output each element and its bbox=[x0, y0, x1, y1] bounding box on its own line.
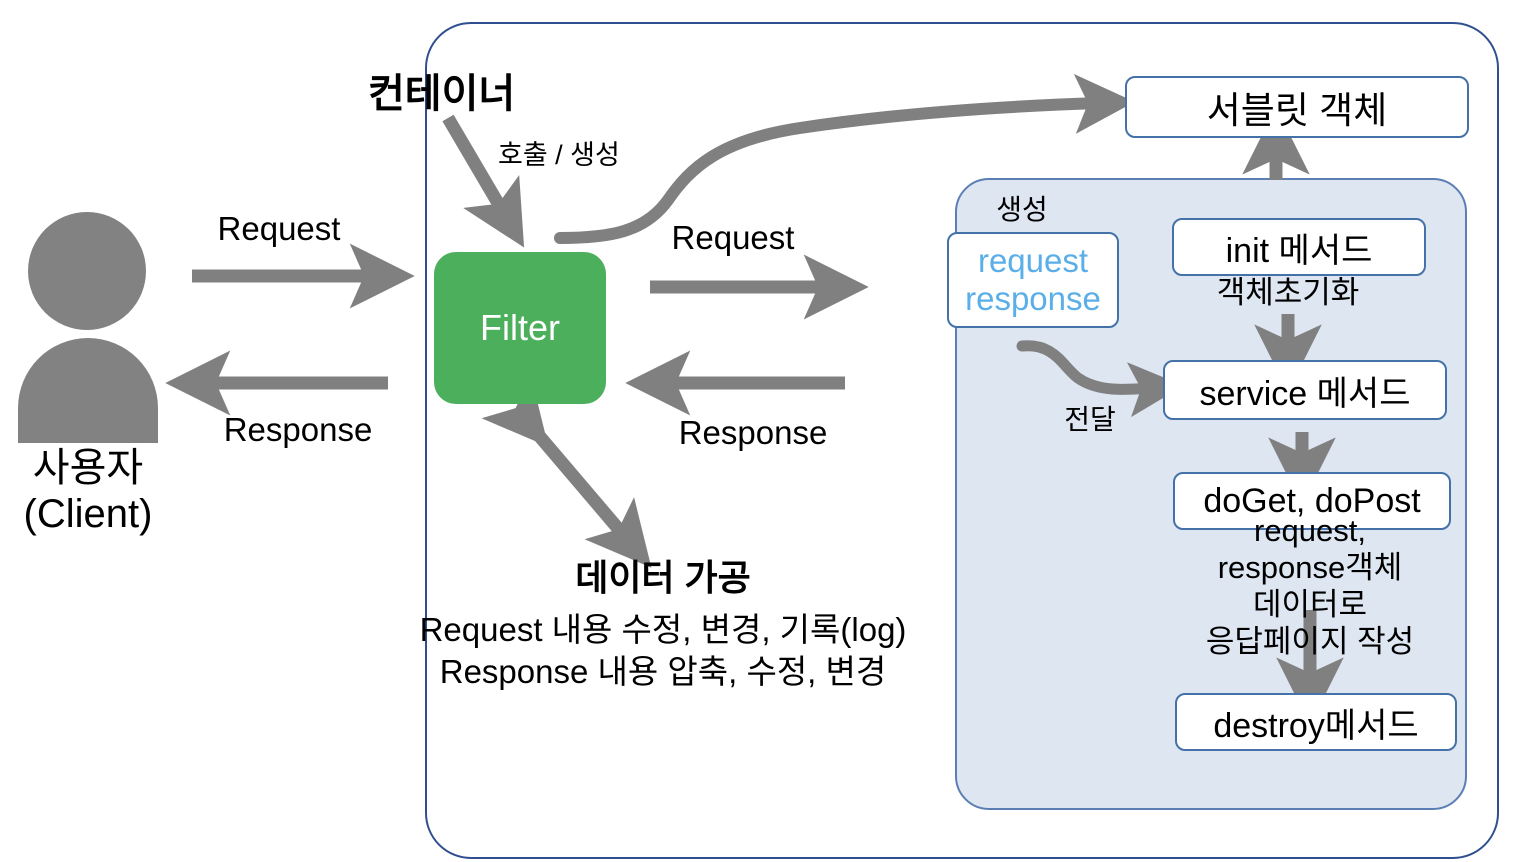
arrow-deliver bbox=[1016, 340, 1184, 418]
client-label-line1: 사용자 bbox=[32, 446, 144, 490]
call-create-label: 호출 / 생성 bbox=[498, 140, 620, 170]
response-label: response bbox=[965, 280, 1101, 317]
inner-request-label: Request bbox=[671, 219, 795, 256]
container-title: 컨테이너 bbox=[368, 72, 516, 116]
arrow-filter-to-servlet-object bbox=[554, 73, 1135, 244]
destroy-method-label: destroy메서드 bbox=[1213, 706, 1419, 745]
doget-dopost-label: doGet, doPost bbox=[1203, 481, 1421, 520]
servlet-object-box[interactable]: 서블릿 객체 bbox=[1125, 76, 1469, 138]
filter-box[interactable]: Filter bbox=[434, 252, 606, 404]
service-method-label: service 메서드 bbox=[1199, 374, 1411, 413]
servlet-object-label: 서블릿 객체 bbox=[1206, 90, 1388, 131]
arrow-filter-data-processing bbox=[481, 376, 652, 568]
request-label: request bbox=[977, 242, 1089, 279]
filter-label: Filter bbox=[480, 307, 560, 348]
init-method-label: init 메서드 bbox=[1225, 231, 1373, 270]
doget-note-line1: request, bbox=[1253, 513, 1367, 548]
doget-note-line2: response객체 bbox=[1217, 550, 1403, 585]
init-method-note: 객체초기화 bbox=[1216, 275, 1360, 310]
client-request-label: Request bbox=[217, 210, 341, 247]
client-label-line2: (Client) bbox=[23, 492, 153, 536]
destroy-method-box[interactable]: destroy메서드 bbox=[1175, 693, 1457, 751]
deliver-label: 전달 bbox=[1064, 404, 1116, 435]
servlet-create-label: 생성 bbox=[996, 194, 1048, 225]
service-method-box[interactable]: service 메서드 bbox=[1163, 360, 1447, 420]
doget-dopost-box[interactable]: doGet, doPost bbox=[1173, 472, 1451, 530]
request-response-box[interactable]: request response bbox=[947, 232, 1119, 328]
doget-note-line3: 데이터로 bbox=[1252, 587, 1368, 622]
person-icon-body bbox=[18, 338, 158, 443]
person-icon-head bbox=[28, 212, 146, 330]
arrow-call-create bbox=[442, 114, 525, 248]
init-method-box[interactable]: init 메서드 bbox=[1172, 218, 1426, 276]
data-processing-line1: Request 내용 수정, 변경, 기록(log) bbox=[419, 611, 907, 648]
data-processing-line2: Response 내용 압축, 수정, 변경 bbox=[439, 653, 887, 690]
doget-note-line4: 응답페이지 작성 bbox=[1205, 624, 1415, 659]
data-processing-heading: 데이터 가공 bbox=[575, 557, 751, 598]
client-response-label: Response bbox=[223, 411, 373, 448]
inner-response-label: Response bbox=[678, 414, 828, 451]
container-boundary bbox=[425, 22, 1499, 859]
